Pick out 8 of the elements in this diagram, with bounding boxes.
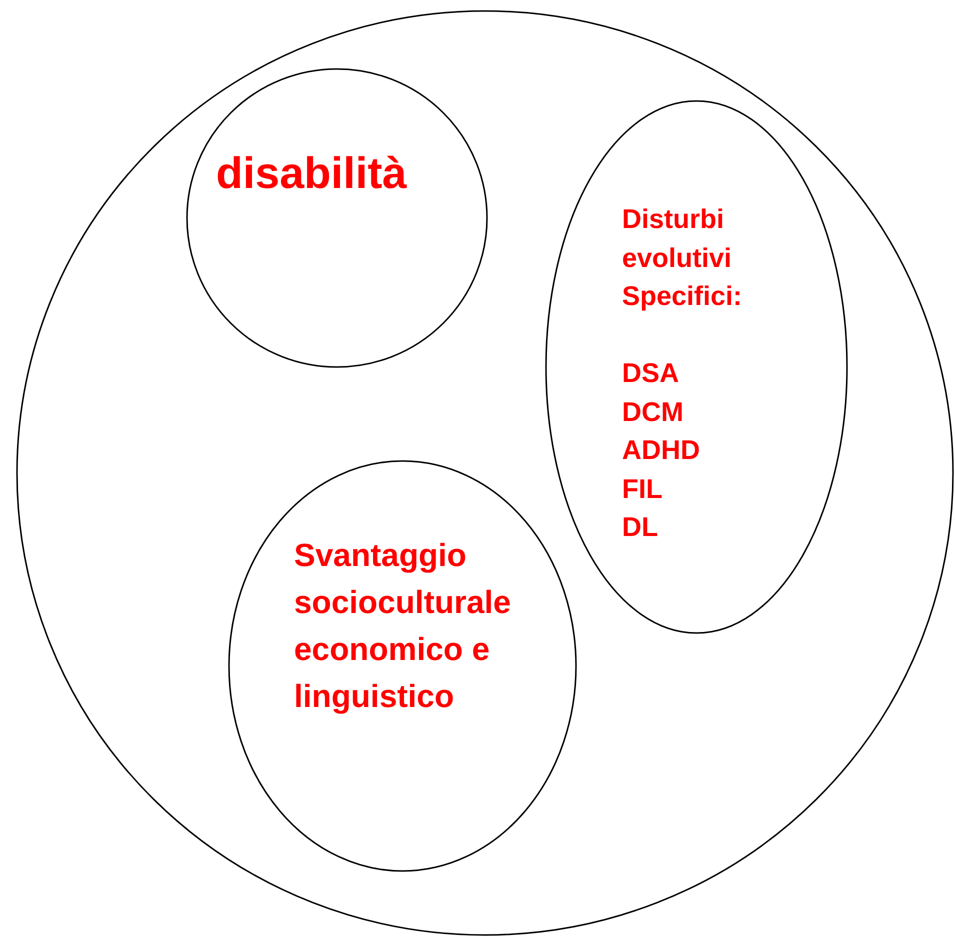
- abbreviation-label: DL: [622, 511, 659, 544]
- abbreviation-label: DCM: [622, 396, 684, 428]
- abbreviation-label: DSA: [622, 357, 680, 390]
- disadvantage-label: Svantaggio socioculturale economico e linguistico: [294, 536, 512, 716]
- abbreviation-label: ADHD: [622, 434, 701, 467]
- disability-label: disabilità: [216, 148, 407, 200]
- category-label: Disturbi evolutivi Specifici:: [622, 203, 744, 313]
- abbreviation-label: FIL: [622, 472, 664, 506]
